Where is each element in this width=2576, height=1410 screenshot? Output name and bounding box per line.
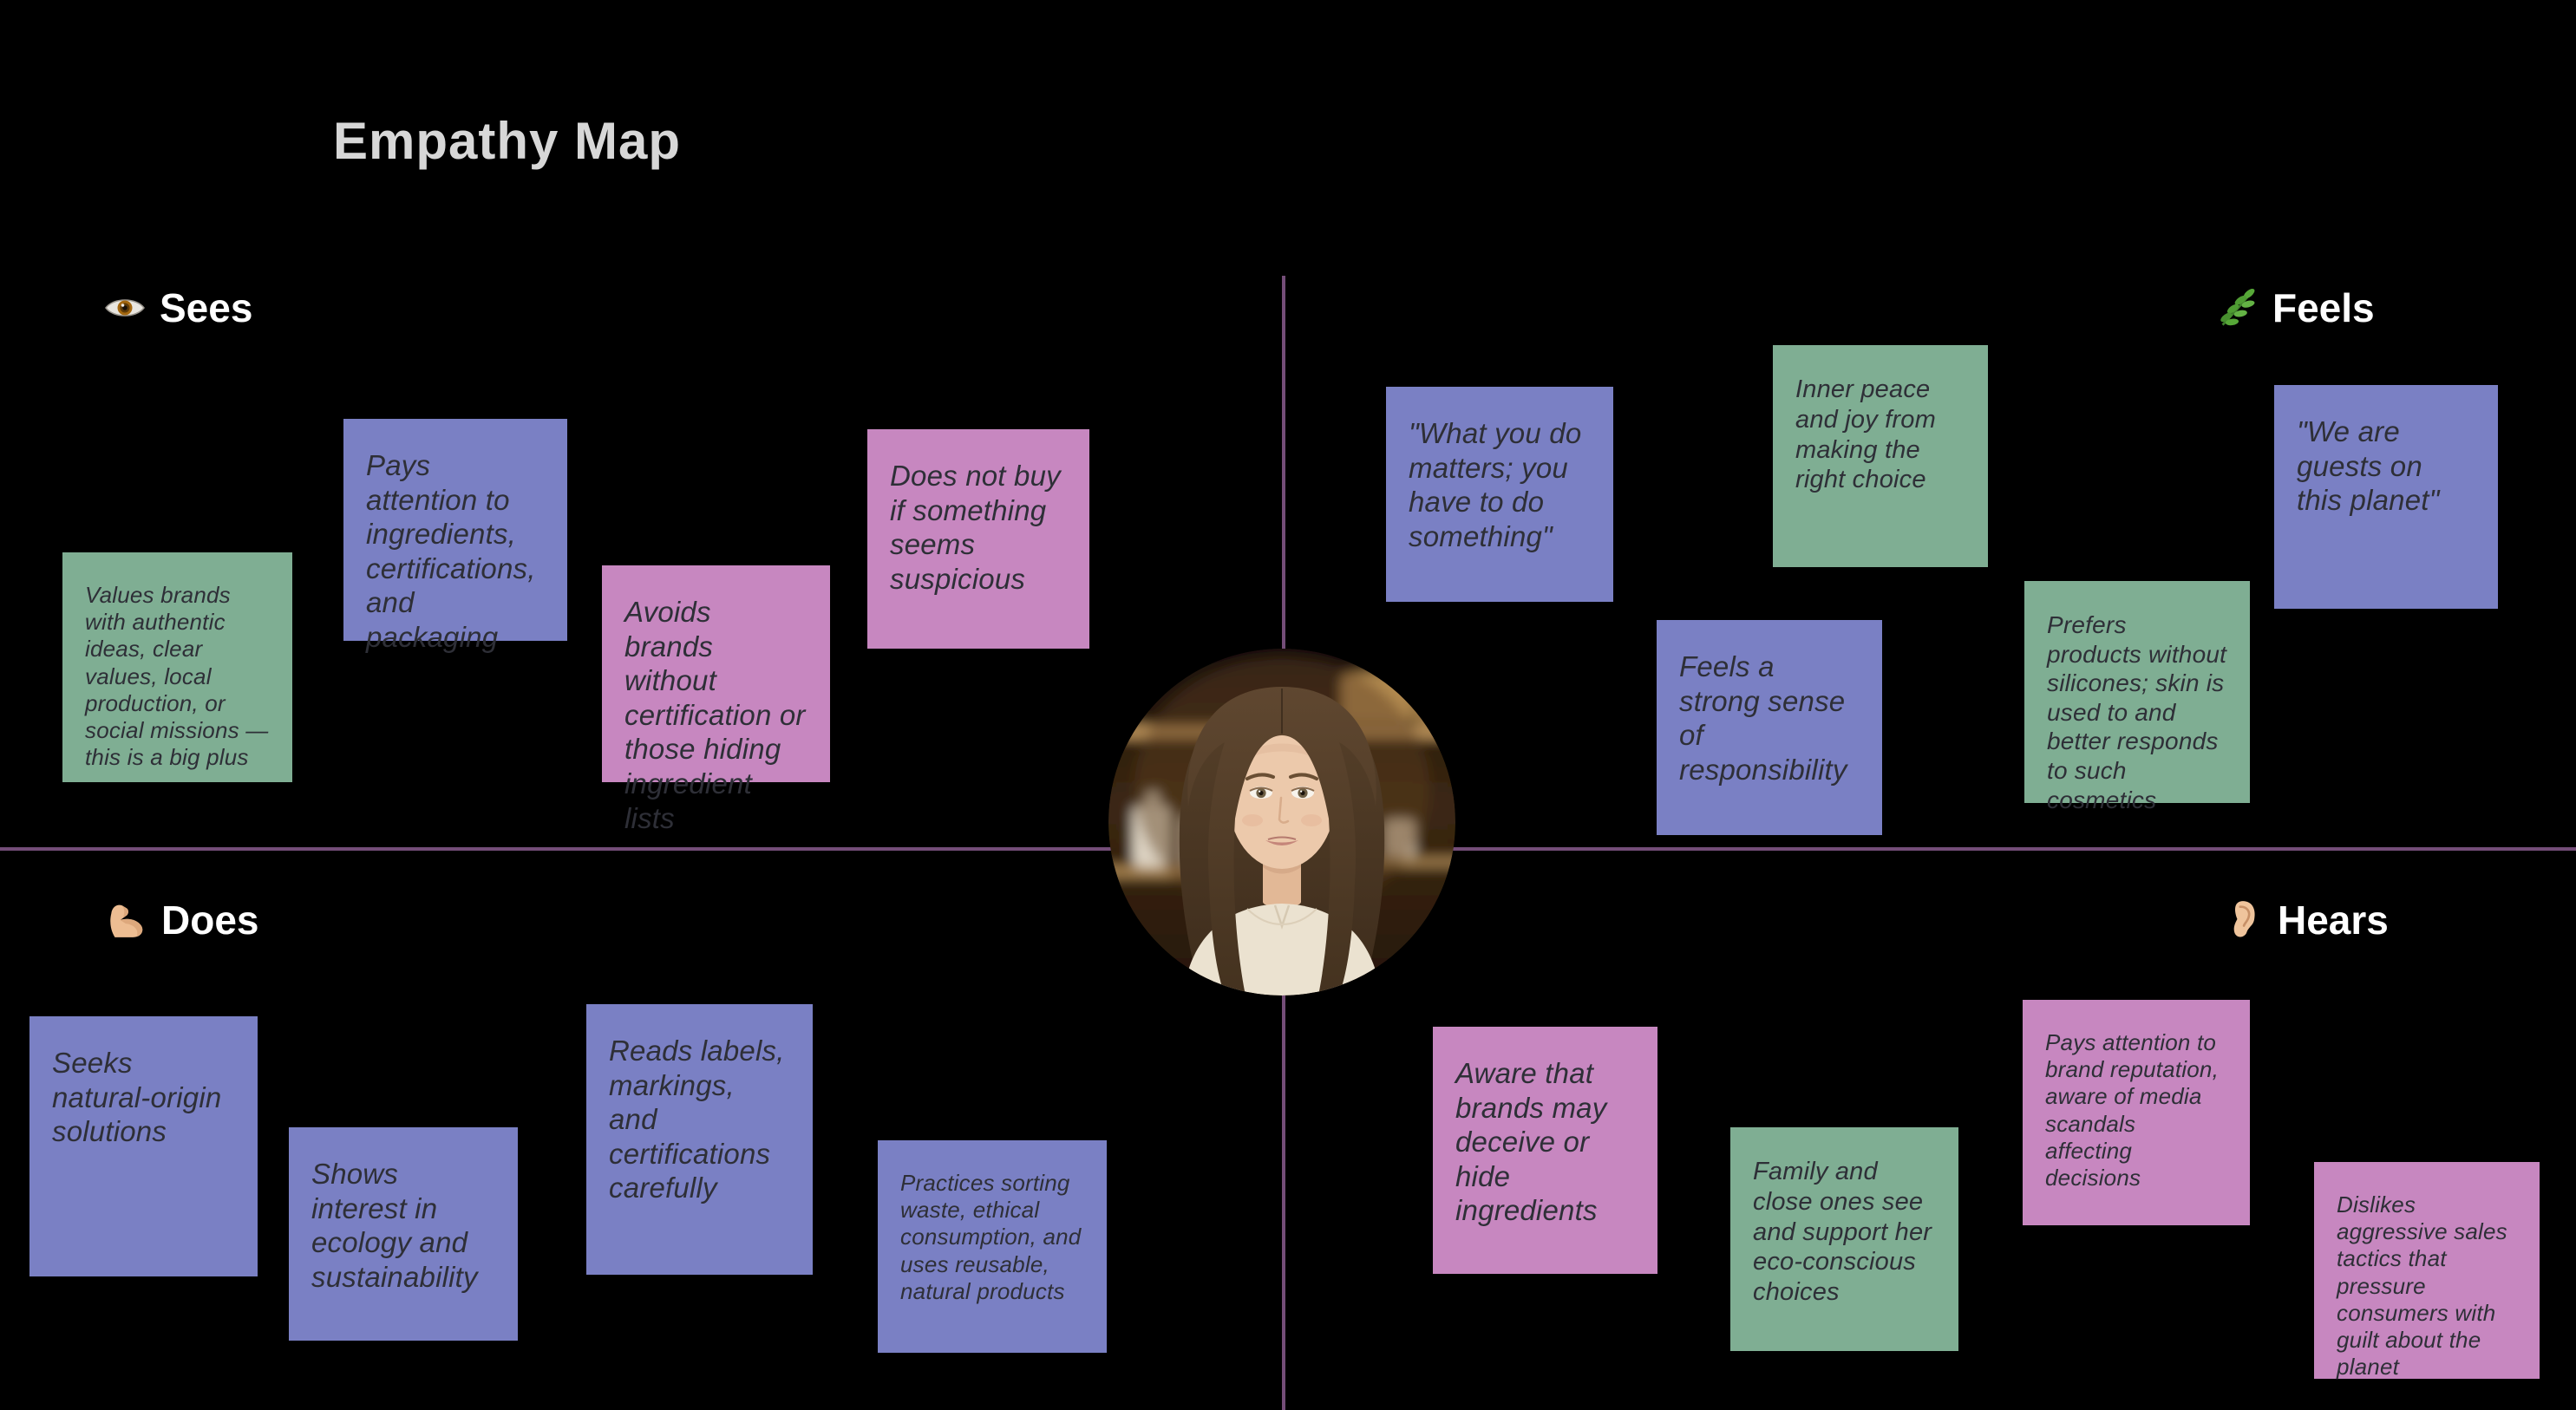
sticky-note-text: Family and close ones see and support he… xyxy=(1753,1158,1932,1307)
sticky-note-text: Practices sorting waste, ethical consump… xyxy=(900,1170,1082,1304)
sticky-note[interactable]: Dislikes aggressive sales tactics that p… xyxy=(2314,1162,2540,1381)
sticky-note[interactable]: "What you do matters; you have to do som… xyxy=(1386,387,1613,602)
quadrant-label: Sees xyxy=(160,285,253,330)
sticky-note[interactable]: Shows interest in ecology and sustainabi… xyxy=(289,1127,518,1341)
biceps-icon xyxy=(106,899,147,941)
persona-photo xyxy=(1108,649,1455,995)
sticky-note-text: "What you do matters; you have to do som… xyxy=(1409,417,1582,552)
sticky-note-text: Values brands with authentic ideas, clea… xyxy=(85,582,269,771)
sticky-note-text: Reads labels, markings, and certificatio… xyxy=(609,1035,785,1204)
quadrant-label: Feels xyxy=(2272,285,2375,330)
quadrant-heading-feels: Feels xyxy=(2217,284,2375,331)
quadrant-heading-hears: Hears xyxy=(2222,897,2389,943)
page-title: Empathy Map xyxy=(333,112,682,170)
sticky-note-text: "We are guests on this planet" xyxy=(2297,415,2440,517)
ear-icon xyxy=(2222,899,2264,941)
sticky-note[interactable]: Family and close ones see and support he… xyxy=(1730,1127,1958,1351)
sticky-note[interactable]: Pays attention to brand reputation, awar… xyxy=(2023,1000,2250,1225)
sticky-note[interactable]: Seeks natural-origin solutions xyxy=(29,1016,258,1276)
sticky-note[interactable]: Prefers products without silicones; skin… xyxy=(2024,581,2250,813)
sticky-note[interactable]: "We are guests on this planet" xyxy=(2274,385,2498,609)
sticky-note-text: Pays attention to brand reputation, awar… xyxy=(2045,1029,2219,1191)
sticky-note-text: Seeks natural-origin solutions xyxy=(52,1047,222,1148)
sticky-note[interactable]: Pays attention to ingredients, certifica… xyxy=(343,419,567,653)
sticky-note[interactable]: Avoids brands without certification or t… xyxy=(602,565,830,834)
sticky-note-text: Dislikes aggressive sales tactics that p… xyxy=(2337,1191,2507,1381)
sticky-note-text: Pays attention to ingredients, certifica… xyxy=(366,449,536,653)
quadrant-label: Hears xyxy=(2278,898,2389,943)
quadrant-heading-does: Does xyxy=(106,897,258,943)
sticky-note-text: Prefers products without silicones; skin… xyxy=(2047,611,2227,813)
quadrant-label: Does xyxy=(161,898,259,943)
sticky-note[interactable]: Does not buy if something seems suspicio… xyxy=(867,429,1089,649)
sticky-note-text: Inner peace and joy from making the righ… xyxy=(1795,375,1936,494)
quadrant-heading-sees: Sees xyxy=(104,284,252,331)
sticky-note-text: Aware that brands may deceive or hide in… xyxy=(1455,1057,1607,1227)
eye-icon xyxy=(104,287,146,329)
sticky-note-text: Feels a strong sense of responsibility xyxy=(1679,650,1847,786)
sticky-note[interactable]: Reads labels, markings, and certificatio… xyxy=(586,1004,813,1275)
sticky-note-text: Does not buy if something seems suspicio… xyxy=(890,460,1061,595)
sticky-note[interactable]: Practices sorting waste, ethical consump… xyxy=(878,1140,1107,1353)
sticky-note[interactable]: Aware that brands may deceive or hide in… xyxy=(1433,1027,1657,1274)
herb-icon xyxy=(2217,287,2259,329)
sticky-note[interactable]: Inner peace and joy from making the righ… xyxy=(1773,345,1988,567)
sticky-note-text: Avoids brands without certification or t… xyxy=(624,596,806,834)
sticky-note[interactable]: Values brands with authentic ideas, clea… xyxy=(62,552,292,782)
sticky-note-text: Shows interest in ecology and sustainabi… xyxy=(311,1158,478,1293)
sticky-note[interactable]: Feels a strong sense of responsibility xyxy=(1657,620,1882,835)
